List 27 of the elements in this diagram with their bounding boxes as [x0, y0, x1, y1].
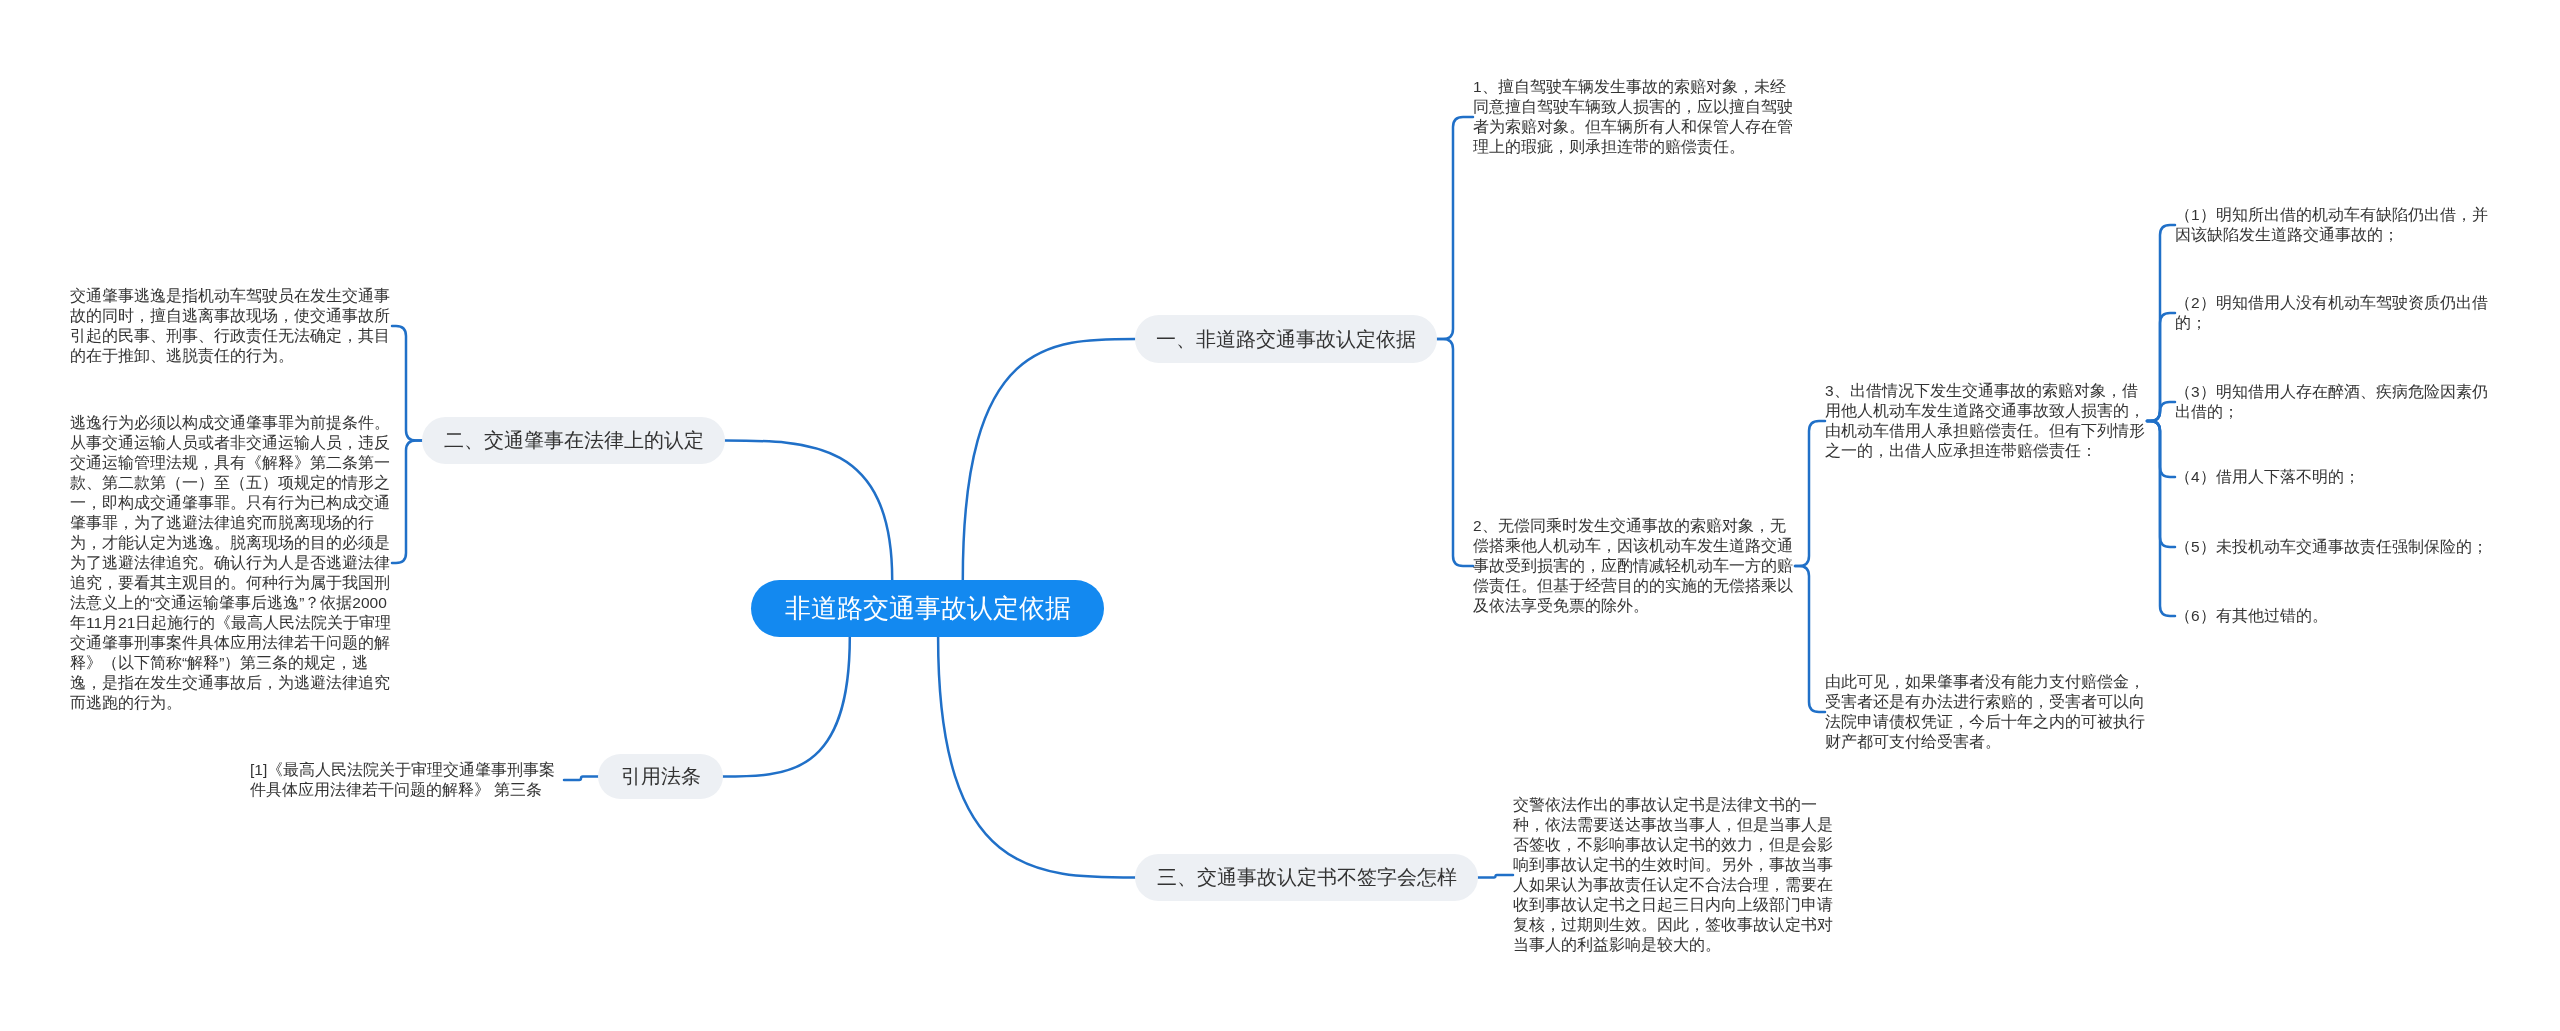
note-text: （3）明知借用人存在醉酒、疾病危险因素仍出借的； [2175, 382, 2497, 422]
note-text: [1]《最高人民法院关于审理交通肇事刑事案件具体应用法律若干问题的解释》 第三条 [250, 760, 564, 800]
central-topic: 非道路交通事故认定依据 [751, 580, 1104, 637]
branch-topic: 二、交通肇事在法律上的认定 [422, 417, 725, 464]
note-text: 2、无偿同乘时发生交通事故的索赔对象，无偿搭乘他人机动车，因该机动车发生道路交通事故受到损害的，应酌情减轻机动车一方的赔偿责任。但基于经营目的的实施的无偿搭乘以及依法享受免票的除外。 [1473, 516, 1795, 616]
connector-line [1435, 337, 1475, 568]
note-text: 由此可见，如果肇事者没有能力支付赔偿金，受害者还是有办法进行索赔的，受害者可以向法院申请债权凭证，今后十年之内的可被执行财产都可支付给受害者。 [1825, 672, 2147, 752]
note-text: （5）未投机动车交通事故责任强制保险的； [2175, 537, 2497, 557]
connector-line [723, 439, 894, 582]
branch-topic: 一、非道路交通事故认定依据 [1135, 315, 1437, 363]
note-text: 交警依法作出的事故认定书是法律文书的一种，依法需要送达事故当事人，但是当事人是否签收，不影响事故认定书的效力，但是会影响到事故认定书的生效时间。另外，事故当事人如果认为事故责任认定不合法合理，需要在收到事故认定书之日起三日内向上级部门申请复核，过期则生效。因此，签收事故认定书对当事人的利益影响是较大的。 [1513, 795, 1835, 955]
note-text: 1、擅自驾驶车辆发生事故的索赔对象，未经同意擅自驾驶车辆致人损害的，应以擅自驾驶者为索赔对象。但车辆所有人和保管人存在管理上的瑕疵，则承担连带的赔偿责任。 [1473, 77, 1795, 157]
note-text: 3、出借情况下发生交通事故的索赔对象，借用他人机动车发生道路交通事故致人损害的，由机动车借用人承担赔偿责任。但有下列情形之一的，出借人应承担连带赔偿责任： [1825, 381, 2147, 461]
note-text: （2）明知借用人没有机动车驾驶资质仍出借的； [2175, 293, 2497, 333]
connector-line [961, 337, 1137, 582]
connector-line [936, 635, 1137, 879]
connector-line [721, 635, 852, 778]
branch-topic: 三、交通事故认定书不签字会怎样 [1135, 854, 1478, 901]
note-text: （1）明知所出借的机动车有缺陷仍出借，并因该缺陷发生道路交通事故的； [2175, 205, 2497, 245]
connector-line [562, 775, 600, 782]
note-text: 交通肇事逃逸是指机动车驾驶员在发生交通事故的同时，擅自逃离事故现场，使交通事故所引起的民事、刑事、行政责任无法确定，其目的在于推卸、逃脱责任的行为。 [70, 286, 392, 366]
note-text: （4）借用人下落不明的； [2175, 467, 2497, 487]
connector-line [1476, 873, 1515, 879]
branch-topic: 引用法条 [598, 754, 723, 799]
note-text: 逃逸行为必须以构成交通肇事罪为前提条件。从事交通运输人员或者非交通运输人员，违反交通运输管理法规，具有《解释》第二条第一款、第二款第（一）至（五）项规定的情形之一，即构成交通肇事罪。只有行为已构成交通肇事罪，为了逃避法律追究而脱离现场的行为，才能认定为逃逸。脱离现场的目的必须是为了逃避法律追究。确认行为人是否逃避法律追究，要看其主观目的。何种行为属于我国刑法意义上的“交通运输肇事后逃逸”？依据2000年11月21日起施行的《最高人民法院关于审理交通肇事刑事案件具体应用法律若干问题的解释》（以下简称“解释”）第三条的规定，逃逸，是指在发生交通事故后，为逃避法律追究而逃跑的行为。 [70, 413, 392, 713]
note-text: （6）有其他过错的。 [2175, 606, 2497, 626]
connector-line [390, 439, 424, 565]
